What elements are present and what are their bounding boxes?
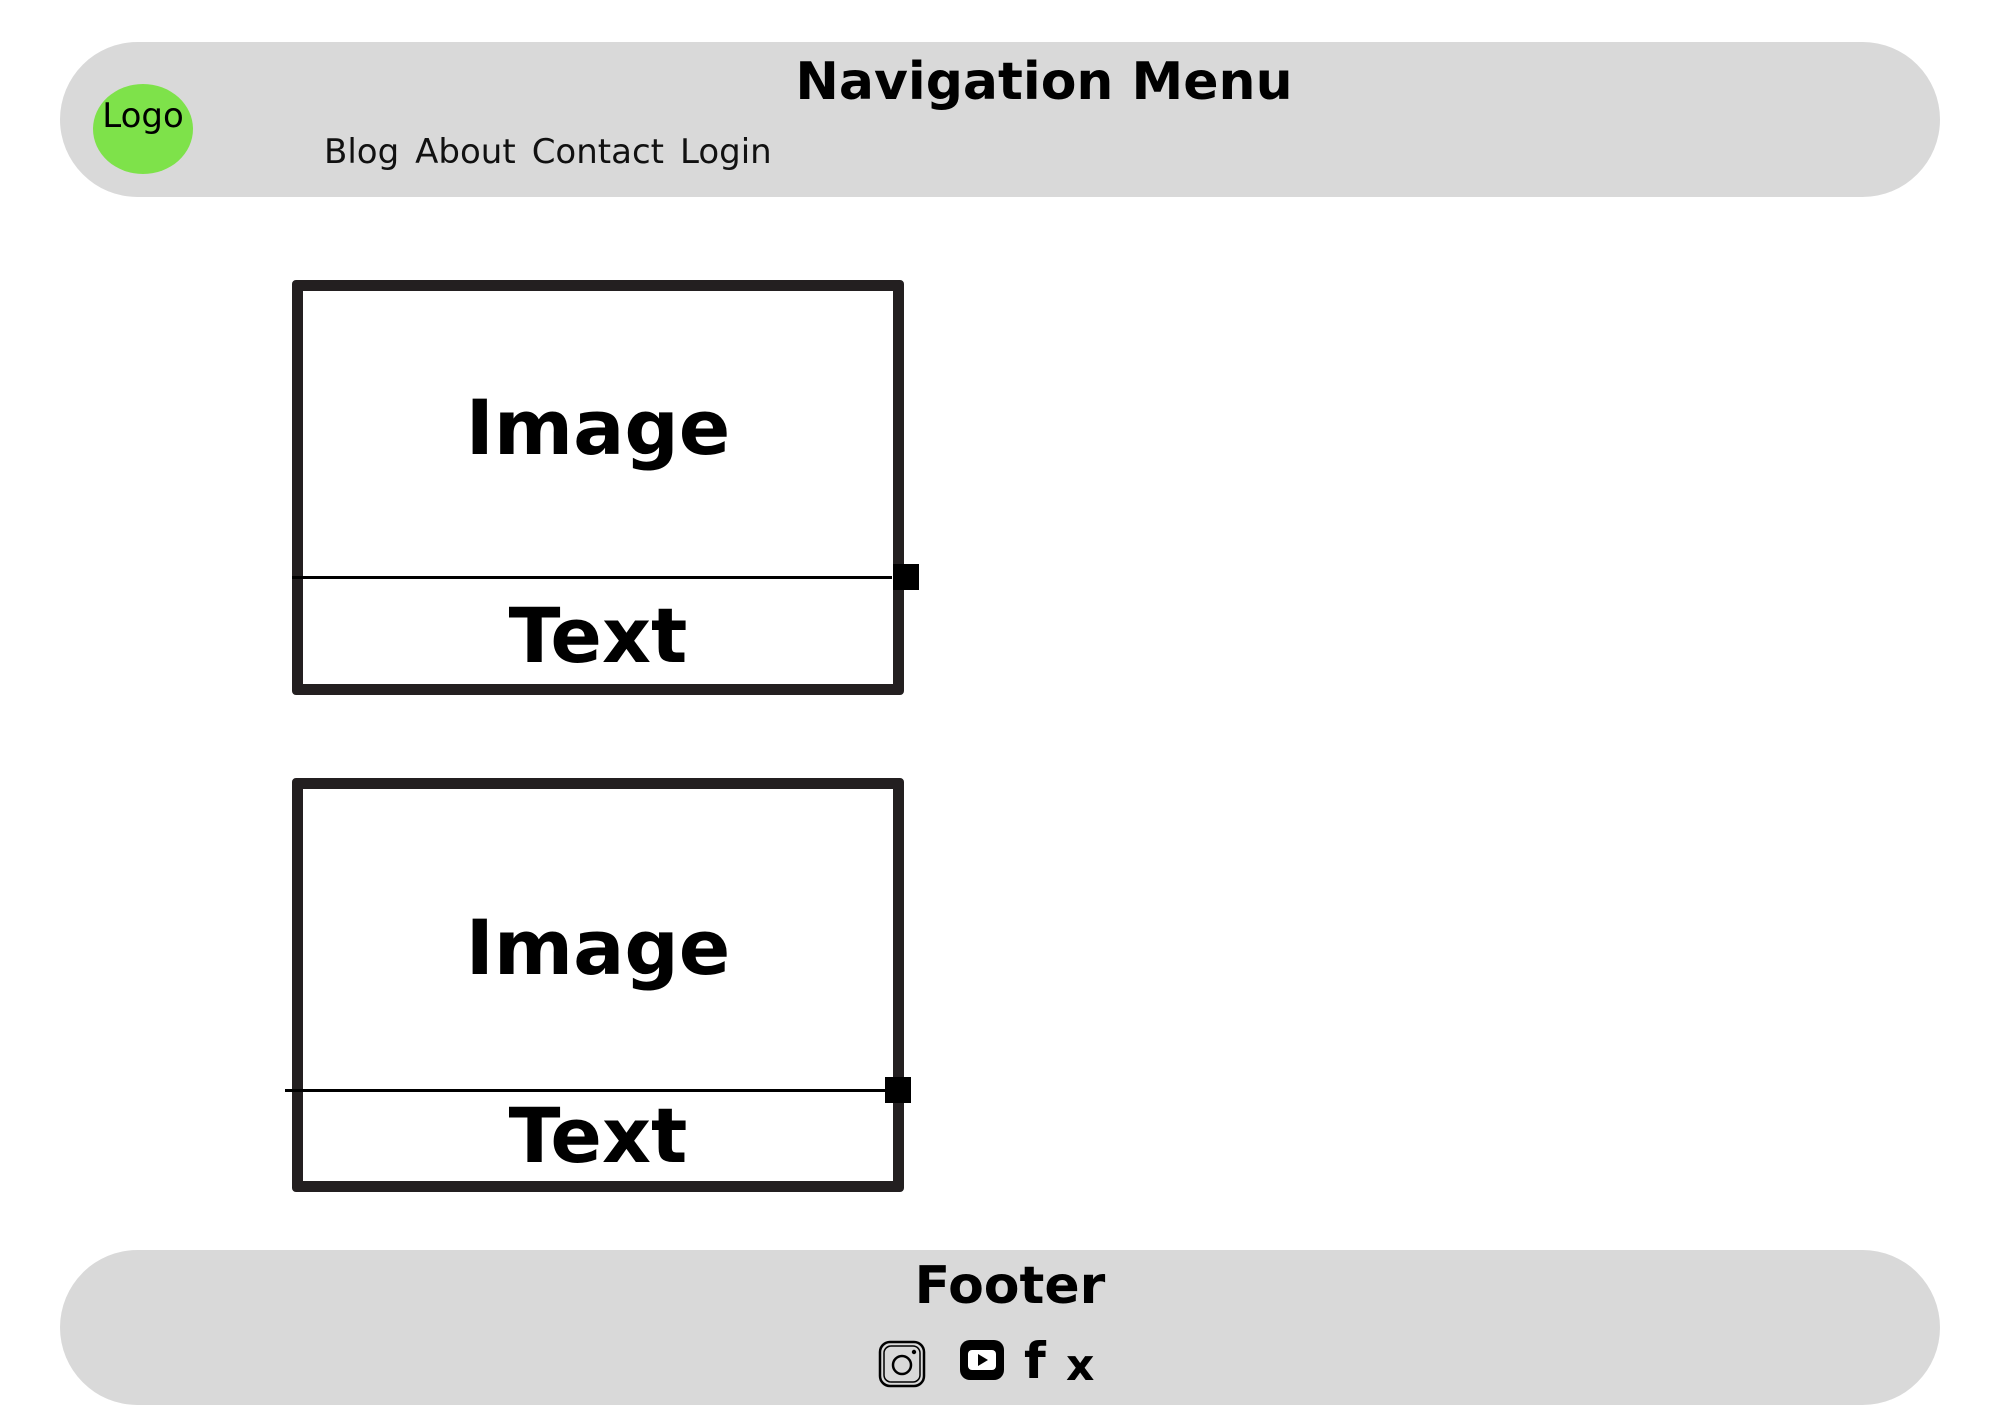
card-text-placeholder: Text: [508, 591, 688, 680]
navigation-title: Navigation Menu: [795, 52, 1293, 112]
card-text-placeholder: Text: [508, 1091, 688, 1180]
card-image-placeholder: Image: [465, 383, 731, 472]
logo[interactable]: Logo: [93, 84, 193, 174]
youtube-icon[interactable]: [958, 1336, 1006, 1384]
nav-link-blog[interactable]: Blog: [324, 132, 400, 172]
resize-handle[interactable]: [885, 1077, 911, 1103]
card-divider: [292, 576, 892, 579]
content-card[interactable]: Image Text: [292, 280, 919, 695]
nav-link-login[interactable]: Login: [679, 132, 772, 172]
nav-link-about[interactable]: About: [415, 132, 516, 172]
x-icon[interactable]: x: [1066, 1340, 1095, 1391]
logo-label: Logo: [102, 96, 184, 136]
instagram-icon[interactable]: [878, 1340, 926, 1388]
facebook-icon[interactable]: f: [1024, 1332, 1046, 1390]
nav-link-contact[interactable]: Contact: [531, 132, 664, 172]
card-image-placeholder: Image: [465, 903, 731, 992]
navigation-bar: Logo Navigation Menu Blog About Contact …: [60, 42, 1940, 197]
nav-links: Blog About Contact Login: [324, 132, 772, 172]
resize-handle[interactable]: [893, 564, 919, 590]
card-divider: [285, 1089, 885, 1092]
social-links: f x: [878, 1336, 1138, 1400]
content-card[interactable]: Image Text: [285, 778, 911, 1192]
footer: Footer f x: [60, 1250, 1940, 1405]
footer-title: Footer: [914, 1256, 1106, 1316]
